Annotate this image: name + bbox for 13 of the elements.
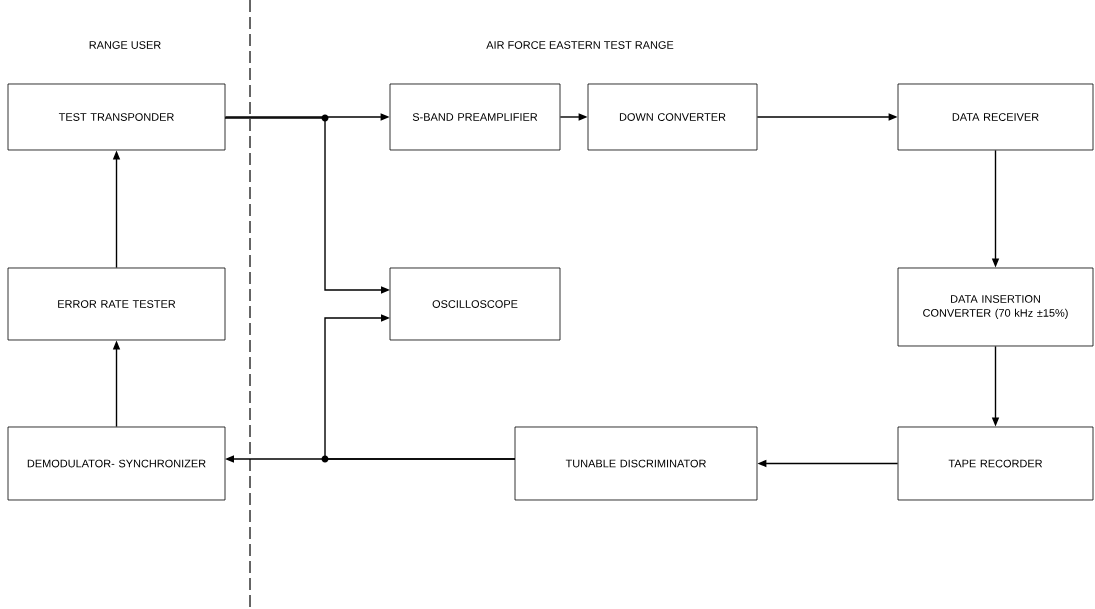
process-box: TUNABLE DISCRIMINATOR [514, 426, 758, 501]
process-box: S-BAND PREAMPLIFIER [389, 83, 561, 151]
process-box: DOWN CONVERTER [587, 83, 758, 151]
process-box: ERROR RATE TESTER [7, 267, 226, 341]
process-box: DATA INSERTION CONVERTER (70 kHz ±15%) [897, 267, 1094, 347]
process-box: TEST TRANSPONDER [7, 83, 226, 151]
region-label: AIR FORCE EASTERN TEST RANGE [486, 41, 674, 49]
process-box: DATA RECEIVER [897, 83, 1094, 151]
arrow [324, 314, 516, 460]
process-box: OSCILLOSCOPE [389, 267, 561, 341]
region-label: RANGE USER [89, 41, 161, 49]
process-box: DEMODULATOR- SYNCHRONIZER [7, 426, 226, 501]
process-box: TAPE RECORDER [897, 426, 1094, 501]
